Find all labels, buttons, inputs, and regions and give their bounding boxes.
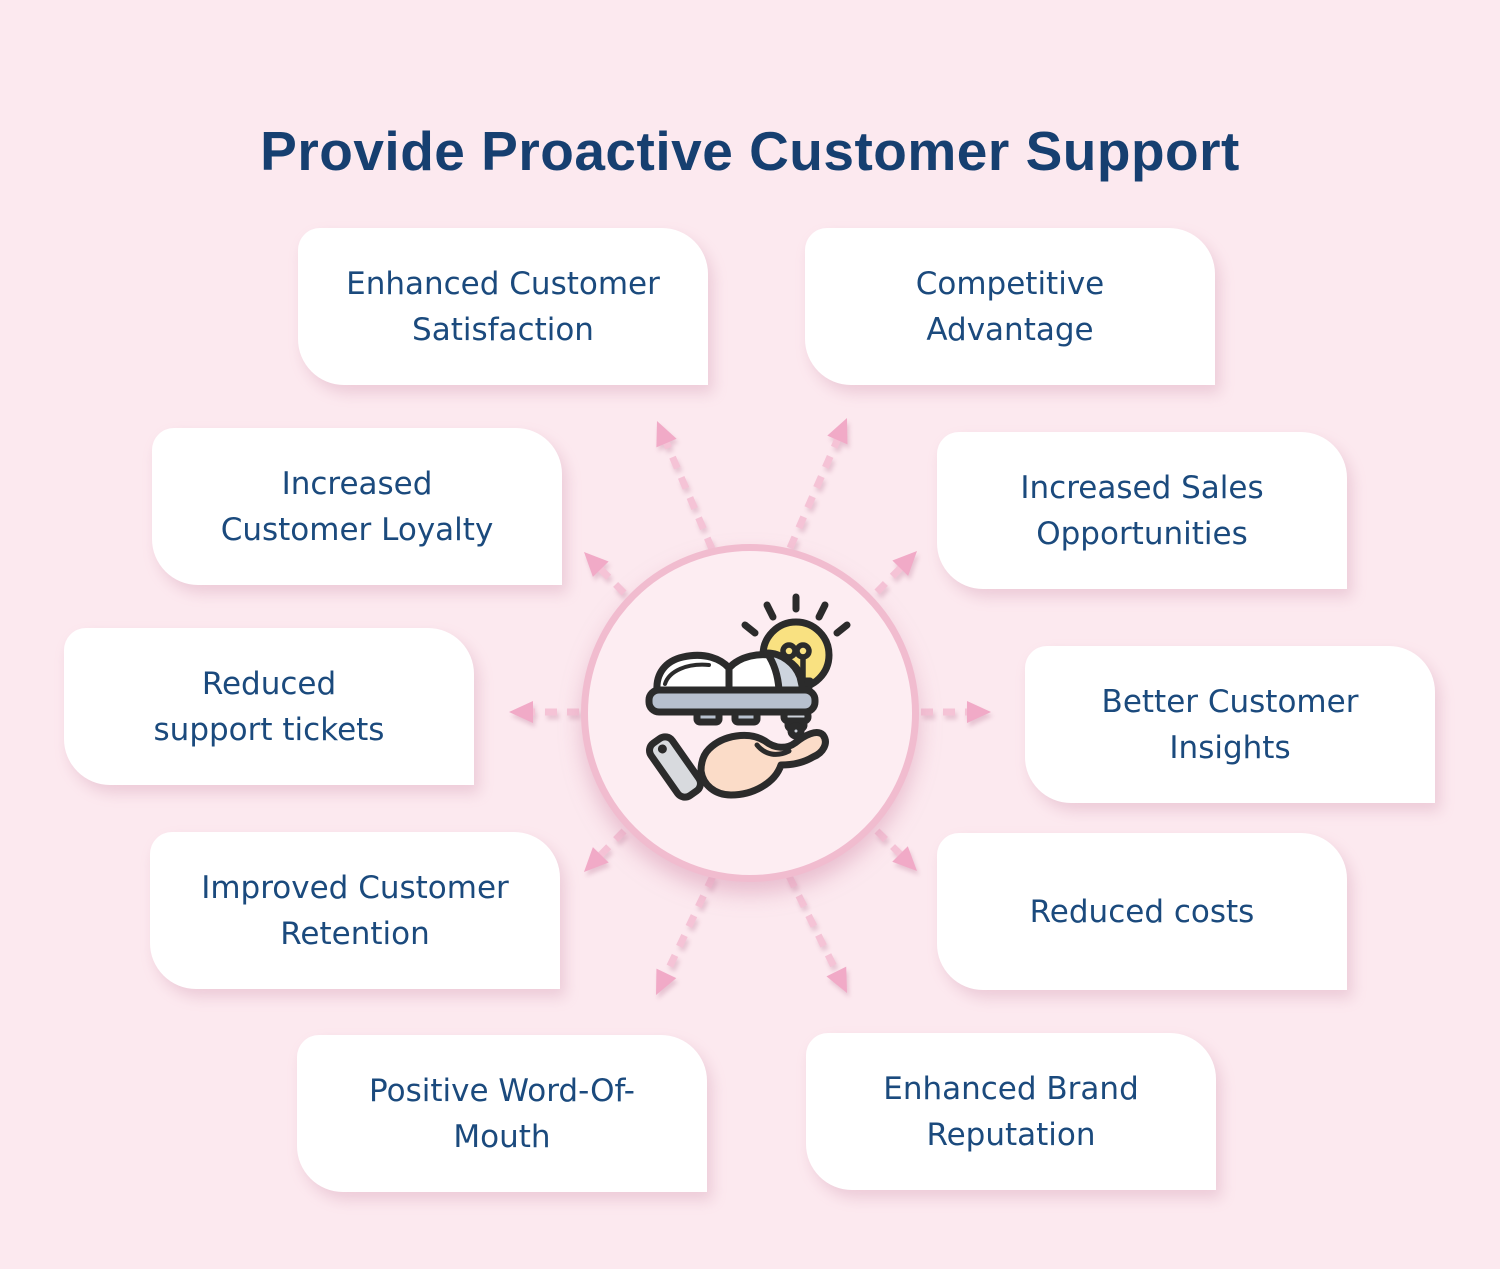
card-label: Better Customer Insights bbox=[1101, 683, 1359, 766]
card-better-customer-insights: Better Customer Insights bbox=[1025, 646, 1435, 803]
card-reduced-costs: Reduced costs bbox=[937, 833, 1347, 990]
book-foot bbox=[693, 708, 723, 726]
card-label: Positive Word-Of- Mouth bbox=[369, 1072, 635, 1155]
hand-crease bbox=[754, 742, 792, 757]
card-competitive-advantage: Competitive Advantage bbox=[805, 228, 1215, 385]
ray bbox=[741, 621, 759, 637]
card-increased-customer-loyalty: Increased Customer Loyalty bbox=[152, 428, 562, 585]
card-reduced-support-tickets: Reduced support tickets bbox=[64, 628, 474, 785]
ray bbox=[833, 621, 851, 637]
bulb-base-tip bbox=[787, 722, 805, 740]
dashed-arrow bbox=[874, 828, 917, 871]
dashed-arrow bbox=[584, 828, 627, 872]
card-improved-customer-retention: Improved Customer Retention bbox=[150, 832, 560, 989]
dashed-arrow bbox=[874, 551, 917, 595]
ray bbox=[815, 601, 829, 621]
dashed-arrow bbox=[786, 418, 848, 550]
card-enhanced-brand-reputation: Enhanced Brand Reputation bbox=[806, 1033, 1216, 1190]
card-positive-word-of-mouth: Positive Word-Of- Mouth bbox=[297, 1035, 707, 1192]
center-circle bbox=[581, 544, 919, 882]
dashed-arrow bbox=[785, 874, 847, 993]
dashed-arrow bbox=[656, 421, 716, 551]
open-hand bbox=[697, 729, 829, 799]
book-cover-base bbox=[645, 686, 819, 716]
book-left-pages bbox=[653, 651, 733, 694]
page-title: Provide Proactive Customer Support bbox=[260, 119, 1240, 182]
card-label: Reduced costs bbox=[1029, 893, 1255, 930]
card-increased-sales-opportunities: Increased Sales Opportunities bbox=[937, 432, 1347, 589]
dashed-arrow bbox=[509, 701, 579, 723]
hand-holding-open-book-lightbulb-icon bbox=[645, 593, 851, 801]
book-foot bbox=[731, 708, 761, 726]
card-label: Enhanced Brand Reputation bbox=[883, 1070, 1139, 1153]
dashed-arrow bbox=[584, 552, 627, 596]
ray bbox=[763, 601, 777, 621]
card-label: Improved Customer Retention bbox=[201, 869, 509, 952]
dashed-arrow bbox=[656, 874, 717, 995]
card-label: Increased Sales Opportunities bbox=[1020, 469, 1264, 552]
sleeve-cuff bbox=[646, 733, 704, 801]
card-label: Enhanced Customer Satisfaction bbox=[346, 265, 660, 348]
dashed-arrow bbox=[921, 701, 991, 723]
card-label: Competitive Advantage bbox=[915, 265, 1105, 348]
card-label: Increased Customer Loyalty bbox=[220, 465, 494, 548]
card-enhanced-customer-satisfaction: Enhanced Customer Satisfaction bbox=[298, 228, 708, 385]
book-page-line bbox=[663, 662, 711, 686]
card-label: Reduced support tickets bbox=[153, 665, 385, 748]
